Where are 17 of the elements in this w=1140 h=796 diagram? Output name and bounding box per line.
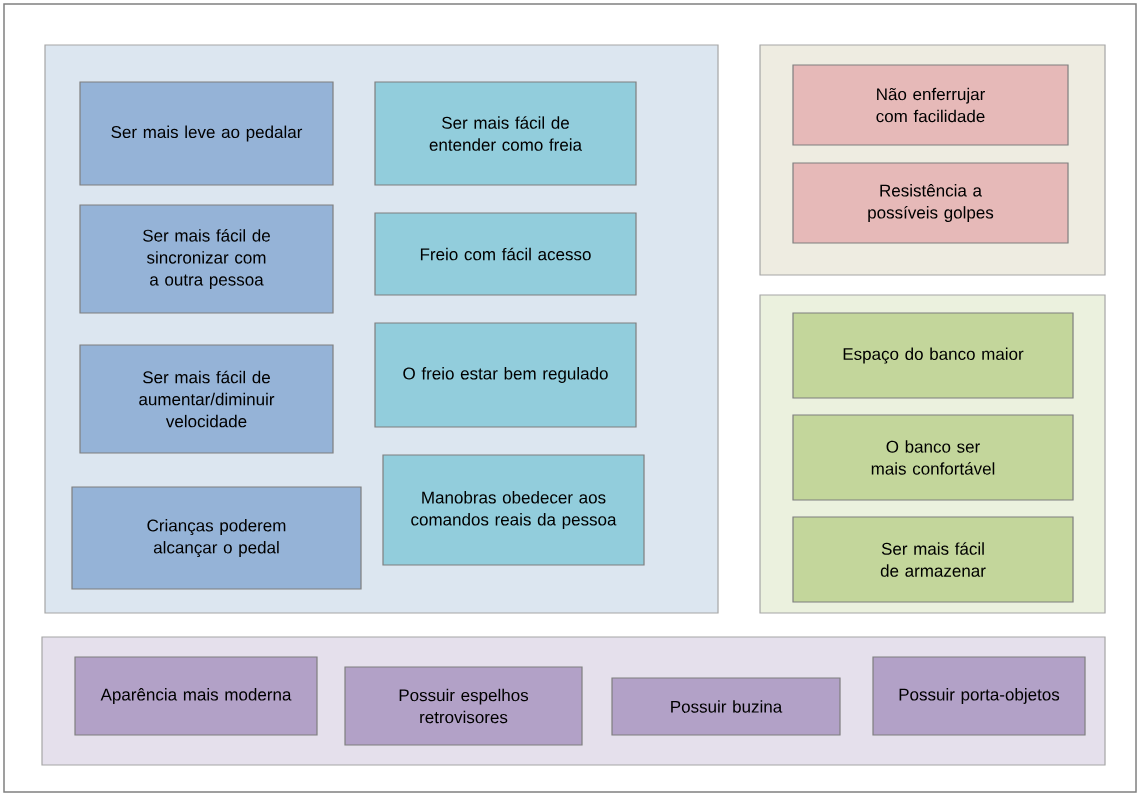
criterion-box: Ser mais leve ao pedalar (79, 81, 334, 186)
criterion-box: Possuir espelhos retrovisores (344, 666, 583, 746)
criterion-box: Ser mais fácil de aumentar/diminuir velocidade (79, 344, 334, 454)
criterion-box: Freio com fácil acesso (374, 212, 637, 296)
criterion-box: Manobras obedecer aos comandos reais da pessoa (382, 454, 645, 566)
criterion-box: Possuir porta-objetos (872, 656, 1086, 736)
criterion-box: Não enferrujar com facilidade (792, 64, 1069, 146)
criterion-box: O banco ser mais confortável (792, 414, 1074, 501)
criterion-box: Ser mais fácil de entender como freia (374, 81, 637, 186)
criterion-box: Crianças poderem alcançar o pedal (71, 486, 362, 590)
criterion-box: Resistência a possíveis golpes (792, 162, 1069, 244)
criterion-box: Aparência mais moderna (74, 656, 318, 736)
criterion-box: Ser mais fácil de sincronizar com a outra pessoa (79, 204, 334, 314)
criterion-box: Espaço do banco maior (792, 312, 1074, 399)
criterion-box: Possuir buzina (611, 677, 841, 736)
criterion-box: Ser mais fácil de armazenar (792, 516, 1074, 603)
criterion-box: O freio estar bem regulado (374, 322, 637, 428)
